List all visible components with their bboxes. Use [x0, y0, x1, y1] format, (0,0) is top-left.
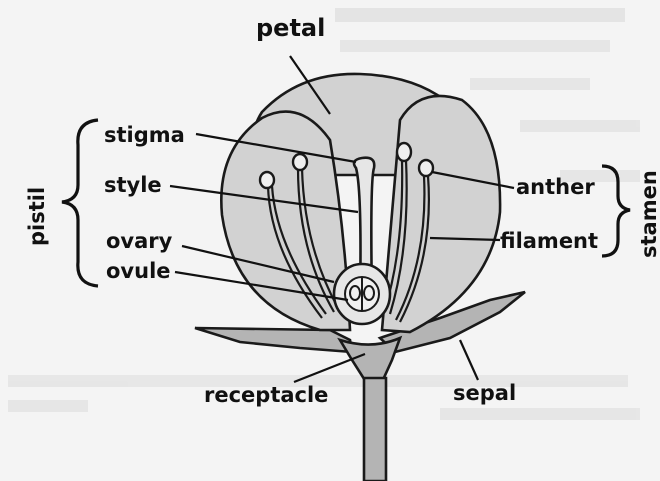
label-petal: petal — [256, 14, 325, 42]
label-style: style — [104, 173, 162, 197]
anther-4 — [419, 160, 433, 176]
anther-2 — [293, 154, 307, 170]
label-pistil: pistil — [25, 187, 49, 246]
label-ovary: ovary — [106, 229, 173, 253]
stem — [364, 378, 386, 481]
label-anther: anther — [516, 175, 595, 199]
label-stamen: stamen — [637, 170, 660, 258]
petal-right — [382, 96, 500, 332]
label-stigma: stigma — [104, 123, 185, 147]
leader-sepal — [460, 340, 478, 380]
label-sepal: sepal — [453, 381, 516, 405]
anther-1 — [260, 172, 274, 188]
anther-3 — [397, 143, 411, 161]
label-receptacle: receptacle — [204, 383, 328, 407]
ovules — [345, 277, 379, 311]
sepal-left — [195, 328, 352, 352]
label-ovule: ovule — [106, 259, 171, 283]
pistil-brace — [62, 120, 98, 286]
label-filament: filament — [500, 229, 598, 253]
